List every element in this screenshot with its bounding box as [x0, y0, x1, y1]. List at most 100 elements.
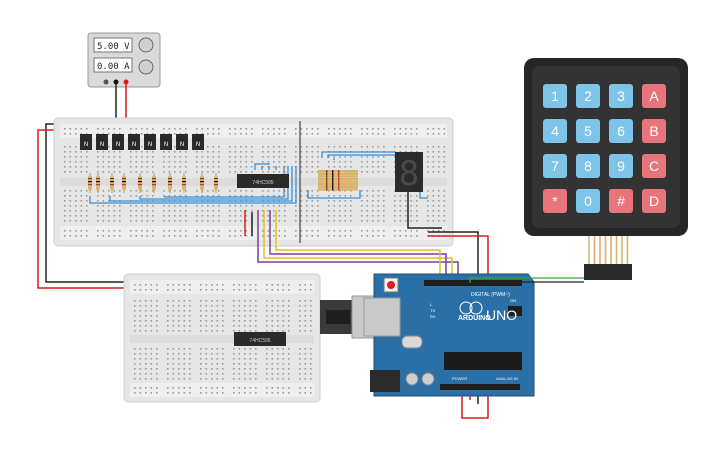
- resistor[interactable]: [182, 173, 186, 193]
- chip-secondary-label: 74HC595: [249, 338, 270, 344]
- resistor[interactable]: [318, 177, 358, 181]
- breadboard-secondary[interactable]: [123, 273, 321, 403]
- seven-segment-display[interactable]: 8: [395, 152, 423, 194]
- keypad-key-label: 7: [551, 158, 559, 174]
- atmega-chip: [444, 352, 522, 370]
- keypad-key-label: #: [617, 193, 625, 209]
- resistor[interactable]: [96, 173, 100, 193]
- keypad-key[interactable]: 3: [609, 84, 633, 108]
- resistor[interactable]: [318, 170, 358, 173]
- transistor-label: N: [164, 142, 168, 148]
- transistor-label: N: [116, 142, 120, 148]
- power-supply[interactable]: 5.00 V 0.00 A: [87, 32, 161, 88]
- digital-label: DIGITAL (PWM~): [471, 292, 510, 298]
- keypad-connector[interactable]: [584, 264, 632, 280]
- keypad-key[interactable]: #: [609, 189, 633, 213]
- shift-register-chip-main[interactable]: 74HC595: [237, 174, 289, 188]
- transistor[interactable]: N: [176, 134, 188, 150]
- breadboard-main-holes[interactable]: [64, 128, 446, 237]
- keypad-key-label: B: [649, 123, 658, 139]
- resistor[interactable]: [152, 173, 156, 193]
- resistor[interactable]: [110, 173, 114, 193]
- analog-label: ANALOG IN: [496, 376, 518, 381]
- keypad-key[interactable]: D: [642, 189, 666, 213]
- reset-button-cap[interactable]: [387, 281, 395, 289]
- keypad-key[interactable]: B: [642, 119, 666, 143]
- capacitor-2: [421, 372, 435, 386]
- transistor[interactable]: N: [144, 134, 156, 150]
- keypad-key[interactable]: C: [642, 154, 666, 178]
- keypad-key-label: D: [649, 193, 659, 209]
- tx-label: TX: [430, 308, 435, 313]
- transistor-label: N: [196, 142, 200, 148]
- resistor[interactable]: [318, 175, 358, 178]
- signal-wires: [244, 192, 489, 419]
- transistor[interactable]: N: [192, 134, 204, 150]
- arduino-brand: ARDUINO: [458, 315, 491, 322]
- seven-segment-digit: 8: [399, 154, 419, 194]
- resistor[interactable]: [318, 172, 358, 175]
- breadboard-secondary-holes[interactable]: [134, 284, 312, 394]
- current-knob[interactable]: [138, 59, 154, 75]
- keypad-key[interactable]: 5: [576, 119, 600, 143]
- arduino-logo-icon: [459, 301, 473, 315]
- transistor[interactable]: N: [128, 134, 140, 150]
- keypad-key-label: 3: [617, 88, 625, 104]
- resistor[interactable]: [138, 173, 142, 193]
- resistor[interactable]: [318, 180, 358, 183]
- terminal-ground[interactable]: [103, 79, 109, 85]
- keypad-key-label: 6: [617, 123, 625, 139]
- keypad-key[interactable]: 8: [576, 154, 600, 178]
- keypad-key[interactable]: 0: [576, 189, 600, 213]
- keypad-key[interactable]: 9: [609, 154, 633, 178]
- keypad-key-label: 0: [584, 193, 592, 209]
- transistor-label: N: [132, 142, 136, 148]
- keypad-key-label: *: [552, 193, 558, 209]
- digital-header[interactable]: [424, 280, 522, 286]
- keypad-key[interactable]: 2: [576, 84, 600, 108]
- rx-label: RX: [430, 314, 436, 319]
- l-label: L: [430, 302, 433, 307]
- keypad-key[interactable]: *: [543, 189, 567, 213]
- keypad-key-label: 8: [584, 158, 592, 174]
- keypad-ribbon-cable: [584, 236, 632, 280]
- arduino-uno-board[interactable]: DIGITAL (PWM~) ARDUINO UNO TX RX L ON PO…: [363, 273, 535, 397]
- resistor[interactable]: [214, 173, 218, 193]
- keypad-key-label: 1: [551, 88, 559, 104]
- current-display: 0.00 A: [97, 62, 130, 72]
- keypad-key-label: 5: [584, 123, 592, 139]
- terminal-positive[interactable]: [123, 79, 129, 85]
- resistor-bank-right[interactable]: [318, 170, 358, 191]
- crystal: [401, 335, 423, 349]
- resistor[interactable]: [88, 173, 92, 193]
- keypad-key[interactable]: 4: [543, 119, 567, 143]
- resistor[interactable]: [318, 188, 358, 191]
- transistor[interactable]: N: [160, 134, 172, 150]
- resistor[interactable]: [122, 173, 126, 193]
- chip-main-label: 74HC595: [252, 180, 273, 186]
- terminal-negative[interactable]: [113, 79, 119, 85]
- transistor[interactable]: N: [80, 134, 92, 150]
- keypad-key-label: A: [649, 88, 659, 104]
- keypad-key[interactable]: 1: [543, 84, 567, 108]
- keypad-key[interactable]: A: [642, 84, 666, 108]
- keypad-key[interactable]: 6: [609, 119, 633, 143]
- power-analog-header[interactable]: [440, 384, 520, 390]
- resistor[interactable]: [168, 173, 172, 193]
- resistor[interactable]: [318, 183, 358, 186]
- voltage-knob[interactable]: [138, 37, 154, 53]
- resistor[interactable]: [318, 185, 358, 188]
- transistor-label: N: [180, 142, 184, 148]
- capacitor-1: [405, 372, 419, 386]
- transistor[interactable]: N: [112, 134, 124, 150]
- keypad-key[interactable]: 7: [543, 154, 567, 178]
- transistor-label: N: [100, 142, 104, 148]
- resistor[interactable]: [200, 173, 204, 193]
- transistor[interactable]: N: [96, 134, 108, 150]
- resistor-bank-left[interactable]: [88, 173, 218, 193]
- shift-register-chip-secondary[interactable]: 74HC595: [234, 332, 286, 346]
